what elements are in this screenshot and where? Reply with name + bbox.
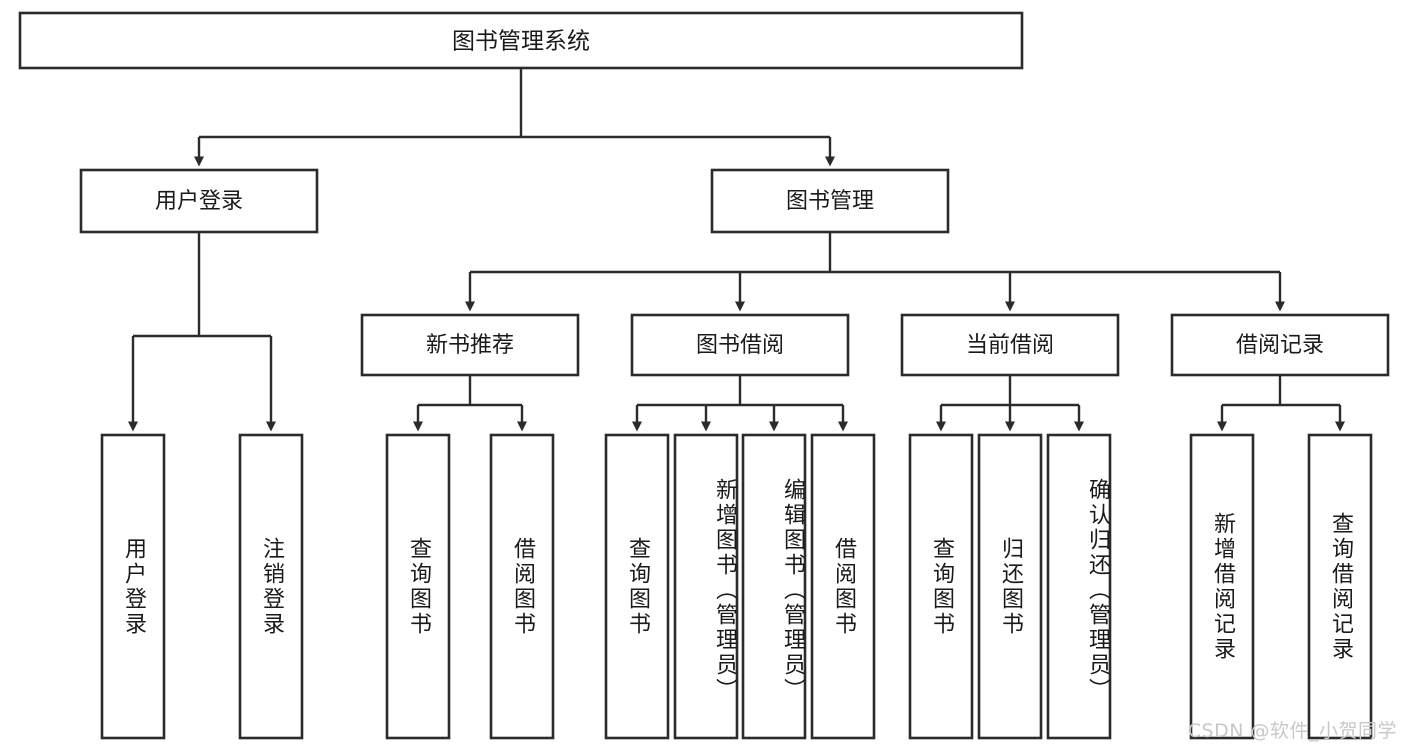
node-new-book-rec-box[interactable] — [360, 313, 580, 377]
node-borrow-record-box[interactable] — [1170, 313, 1390, 377]
node-leaf-edit-book-box[interactable] — [741, 433, 807, 740]
node-leaf-user-login-box[interactable] — [100, 433, 166, 740]
node-book-borrow-box[interactable] — [630, 313, 850, 377]
nodes-layer: 图书管理系统 用户登录 图书管理 新书推荐 图书借阅 — [18, 11, 1390, 740]
node-leaf-return-book-box[interactable] — [977, 433, 1043, 740]
node-root-label: 图书管理系统 — [452, 29, 590, 55]
node-new-book-rec-label: 新书推荐 — [426, 333, 514, 358]
node-root[interactable]: 图书管理系统 — [18, 11, 1024, 70]
node-book-manage-label: 图书管理 — [786, 189, 874, 214]
node-user-login-box[interactable] — [79, 168, 319, 234]
node-book-borrow-label: 图书借阅 — [696, 333, 784, 358]
node-current-borrow-box[interactable] — [900, 313, 1120, 377]
node-book-manage-box[interactable] — [710, 168, 950, 234]
node-leaf-query-book-3-box[interactable] — [908, 433, 974, 740]
node-leaf-confirm-return-box[interactable] — [1046, 433, 1112, 740]
node-current-borrow-label: 当前借阅 — [966, 333, 1054, 358]
node-leaf-query-book-2-box[interactable] — [604, 433, 670, 740]
node-borrow-record[interactable]: 借阅记录 — [1170, 313, 1390, 377]
node-user-login[interactable]: 用户登录 — [79, 168, 319, 234]
node-leaf-borrow-book-1-box[interactable] — [489, 433, 555, 740]
node-current-borrow[interactable]: 当前借阅 — [900, 313, 1120, 377]
node-leaf-logout-box[interactable] — [238, 433, 304, 740]
node-new-book-rec[interactable]: 新书推荐 — [360, 313, 580, 377]
node-book-manage[interactable]: 图书管理 — [710, 168, 950, 234]
node-leaf-query-book-1-box[interactable] — [385, 433, 451, 740]
node-book-borrow[interactable]: 图书借阅 — [630, 313, 850, 377]
node-borrow-record-label: 借阅记录 — [1236, 333, 1324, 358]
node-root-box[interactable] — [18, 11, 1024, 70]
csdn-watermark: CSDN @软件_小贺同学 — [1187, 720, 1397, 742]
node-leaf-add-record-box[interactable] — [1189, 433, 1255, 740]
edges-layer — [128, 68, 1345, 432]
node-leaf-borrow-book-2-box[interactable] — [810, 433, 876, 740]
node-leaf-add-book-box[interactable] — [673, 433, 739, 740]
node-leaf-query-record-box[interactable] — [1307, 433, 1373, 740]
node-user-login-label: 用户登录 — [155, 189, 243, 214]
